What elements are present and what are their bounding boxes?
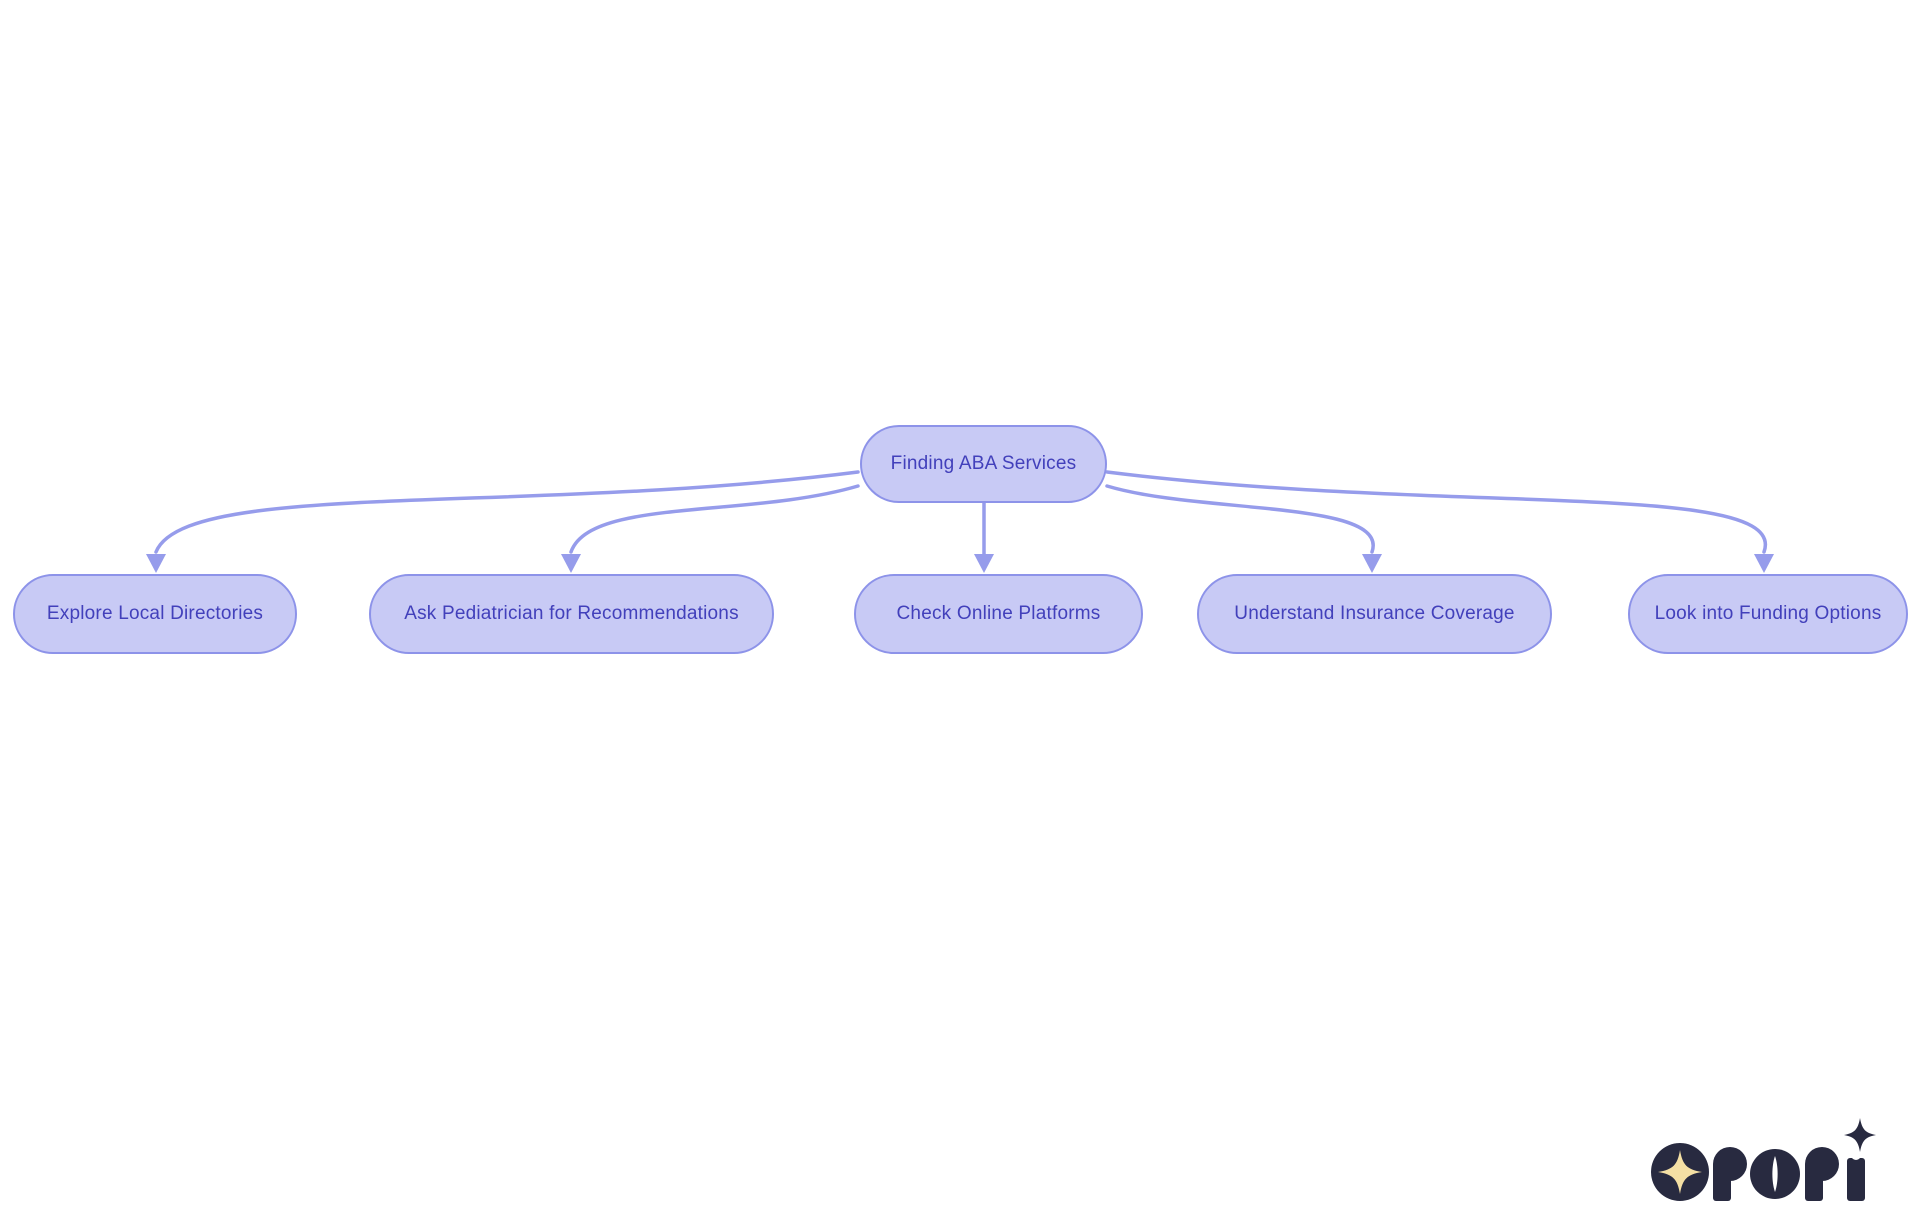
edge-root-to-child-1 <box>154 470 860 554</box>
arrowhead-child-5 <box>1754 554 1774 573</box>
arrowhead-child-1 <box>146 554 166 573</box>
sparkle-badge-icon <box>1651 1143 1709 1201</box>
rori-wordmark <box>1713 1118 1876 1201</box>
flowchart-node-understand-insurance-coverage: Understand Insurance Coverage <box>1197 574 1552 654</box>
node-label: Finding ABA Services <box>890 453 1077 474</box>
sparkle-icon <box>1658 1150 1702 1194</box>
flowchart-node-look-into-funding-options: Look into Funding Options <box>1628 574 1908 654</box>
o-lens-cutout <box>1772 1156 1778 1192</box>
sparkle-icon <box>1844 1118 1876 1152</box>
i-notch <box>1851 1150 1861 1160</box>
edge-root-to-child-5 <box>1105 470 1768 554</box>
node-label: Look into Funding Options <box>1654 603 1882 624</box>
rori-logo: rori <box>1651 1118 1876 1201</box>
node-label: Check Online Platforms <box>896 603 1101 624</box>
node-label: Understand Insurance Coverage <box>1234 603 1515 624</box>
arrowhead-child-2 <box>561 554 581 573</box>
edge-root-to-child-2 <box>569 484 860 554</box>
edge-root-to-child-4 <box>1105 484 1375 554</box>
flowchart-node-finding-aba-services: Finding ABA Services <box>860 425 1107 503</box>
arrowhead-child-4 <box>1362 554 1382 573</box>
node-label: Ask Pediatrician for Recommendations <box>404 603 739 624</box>
flowchart-node-check-online-platforms: Check Online Platforms <box>854 574 1143 654</box>
arrowhead-child-3 <box>974 554 994 573</box>
flowchart-node-explore-local-directories: Explore Local Directories <box>13 574 297 654</box>
node-label: Explore Local Directories <box>46 603 264 624</box>
flowchart-node-ask-pediatrician: Ask Pediatrician for Recommendations <box>369 574 774 654</box>
